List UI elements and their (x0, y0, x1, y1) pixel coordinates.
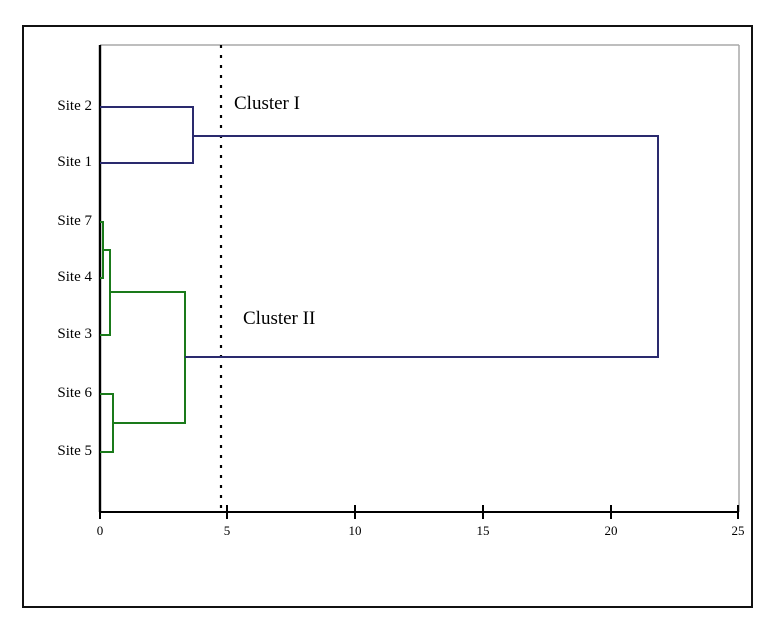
annotation-cluster-i: Cluster I (234, 93, 300, 114)
linkage-m2-m3 (110, 291, 186, 424)
cluster-i-linkages (100, 106, 659, 358)
leaf-label-site-4: Site 4 (57, 269, 92, 285)
leaf-label-site-6: Site 6 (57, 385, 92, 401)
x-tick-label-20: 20 (604, 523, 618, 538)
linkage-site6-site5 (100, 393, 114, 453)
leaf-label-site-3: Site 3 (57, 326, 92, 342)
figure-outer-border (22, 25, 753, 608)
x-tick-label-0: 0 (96, 523, 104, 538)
x-tick-label-25: 25 (731, 523, 745, 538)
leaf-label-site-1: Site 1 (57, 154, 92, 170)
linkage-m1-site3 (100, 249, 111, 336)
linkage-site2-site1 (100, 106, 194, 164)
cluster-ii-linkages (100, 221, 186, 453)
x-tick-label-15: 15 (476, 523, 490, 538)
leaf-label-site-2: Site 2 (57, 98, 92, 114)
annotation-cluster-ii: Cluster II (243, 308, 316, 329)
x-tick-label-10: 10 (348, 523, 362, 538)
x-axis (99, 505, 739, 519)
plot-area-border (100, 44, 740, 512)
leaf-label-site-7: Site 7 (57, 213, 92, 229)
leaf-label-site-5: Site 5 (57, 443, 92, 459)
linkage-root (185, 135, 659, 358)
x-tick-label-5: 5 (223, 523, 231, 538)
